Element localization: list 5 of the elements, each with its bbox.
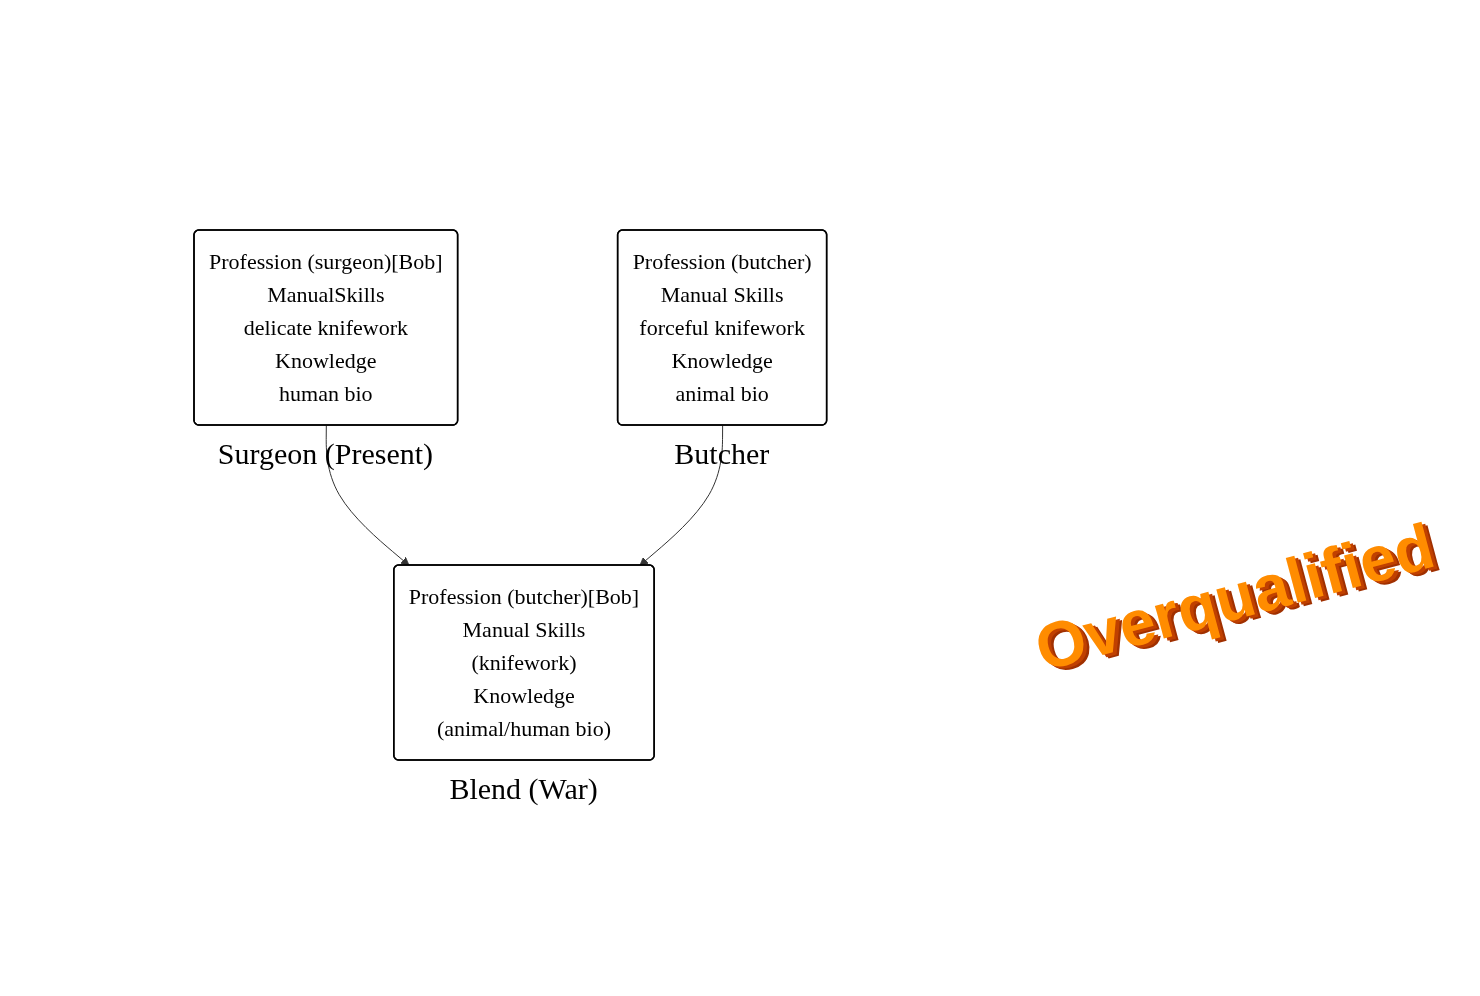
box-caption: Butcher [674,437,770,471]
box-caption: Surgeon (Present) [217,437,434,471]
box-caption: Blend (War) [449,772,598,806]
arrow [639,425,723,566]
arrow [325,425,410,566]
